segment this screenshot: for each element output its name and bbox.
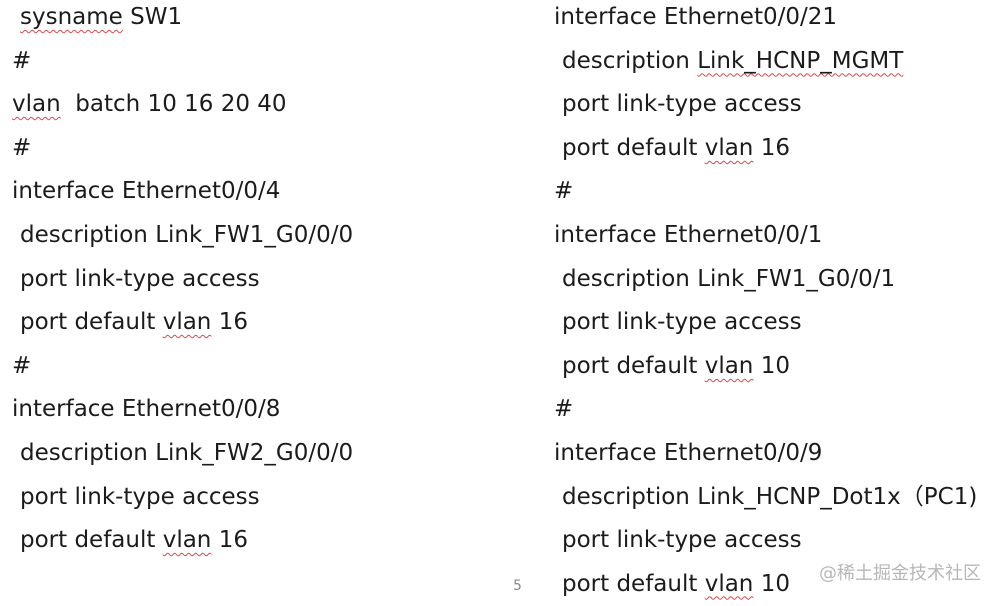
- page-number: 5: [513, 578, 522, 594]
- spellcheck-flagged-word: vlan: [704, 352, 754, 379]
- config-line: sysname SW1: [12, 0, 353, 40]
- config-text: port default: [20, 527, 163, 554]
- config-text: interface Ethernet0/0/4: [12, 178, 281, 205]
- config-line: #: [12, 127, 353, 171]
- config-text: port default: [20, 309, 163, 336]
- config-line: #: [554, 388, 977, 432]
- config-text: interface Ethernet0/0/9: [554, 439, 823, 466]
- config-line: port link-type access: [12, 476, 353, 520]
- config-line: description Link_FW1_G0/0/1: [554, 258, 977, 302]
- config-text: port link-type access: [20, 265, 260, 292]
- config-text: SW1: [122, 4, 183, 30]
- config-text: batch 10 16 20 40: [60, 91, 287, 118]
- config-line: description Link_HCNP_MGMT: [554, 40, 977, 84]
- config-text: description Link_FW1_G0/0/0: [20, 221, 354, 248]
- config-line: port link-type access: [554, 83, 977, 127]
- config-text: #: [12, 352, 32, 379]
- config-text: port link-type access: [20, 483, 260, 510]
- config-text: 16: [753, 134, 790, 161]
- config-text: #: [554, 178, 574, 205]
- config-text: port default: [562, 134, 705, 161]
- config-line: port default vlan 16: [12, 301, 353, 345]
- config-text: interface Ethernet0/0/8: [12, 396, 281, 423]
- config-line: description Link_FW2_G0/0/0: [12, 432, 353, 476]
- spellcheck-flagged-word: vlan: [162, 309, 212, 336]
- config-text: port link-type access: [562, 91, 802, 118]
- config-line: description Link_HCNP_Dot1x（PC1): [554, 476, 977, 520]
- config-column-left: sysname SW1 # vlan batch 10 16 20 40 # inter…: [12, 0, 353, 563]
- config-text: port link-type access: [562, 309, 802, 336]
- config-text: interface Ethernet0/0/21: [554, 4, 837, 30]
- config-line: port default vlan 16: [12, 519, 353, 563]
- config-line: interface Ethernet0/0/8: [12, 388, 353, 432]
- spellcheck-flagged-word: Link_HCNP_MGMT: [697, 47, 904, 74]
- config-column-right: interface Ethernet0/0/21 description Link…: [554, 0, 977, 606]
- config-text: description: [562, 47, 698, 74]
- config-line: description Link_FW1_G0/0/0: [12, 214, 353, 258]
- config-line: port default vlan 16: [554, 127, 977, 171]
- config-line: port link-type access: [554, 301, 977, 345]
- spellcheck-flagged-word: vlan: [704, 134, 754, 161]
- config-text: 16: [211, 527, 248, 554]
- config-line: interface Ethernet0/0/4: [12, 170, 353, 214]
- config-line: interface Ethernet0/0/21: [554, 0, 977, 40]
- config-text: 10: [753, 570, 790, 597]
- config-text: interface Ethernet0/0/1: [554, 221, 823, 248]
- watermark: @稀土掘金技术社区: [819, 563, 981, 584]
- config-text: #: [12, 134, 32, 161]
- config-text: description Link_FW2_G0/0/0: [20, 439, 354, 466]
- spellcheck-flagged-word: vlan: [12, 91, 61, 118]
- config-text: 16: [211, 309, 248, 336]
- config-line: port default vlan 10: [554, 345, 977, 389]
- config-line: #: [12, 40, 353, 84]
- config-line: vlan batch 10 16 20 40: [12, 83, 353, 127]
- config-text: port default: [562, 352, 705, 379]
- config-text: #: [12, 47, 32, 74]
- config-text: 10: [753, 352, 790, 379]
- spellcheck-flagged-word: vlan: [704, 570, 754, 597]
- config-line: interface Ethernet0/0/9: [554, 432, 977, 476]
- spellcheck-flagged-word: vlan: [162, 527, 212, 554]
- config-line: port link-type access: [12, 258, 353, 302]
- config-text: port default: [562, 570, 705, 597]
- config-line: port default vlan 10: [554, 563, 977, 606]
- config-line: #: [554, 170, 977, 214]
- config-line: port link-type access: [554, 519, 977, 563]
- config-line: #: [12, 345, 353, 389]
- config-line: interface Ethernet0/0/1: [554, 214, 977, 258]
- spellcheck-flagged-word: sysname: [20, 4, 123, 30]
- config-text: description Link_HCNP_Dot1x（PC1): [562, 483, 978, 510]
- config-text: port link-type access: [562, 527, 802, 554]
- config-text: #: [554, 396, 574, 423]
- config-text: description Link_FW1_G0/0/1: [562, 265, 896, 292]
